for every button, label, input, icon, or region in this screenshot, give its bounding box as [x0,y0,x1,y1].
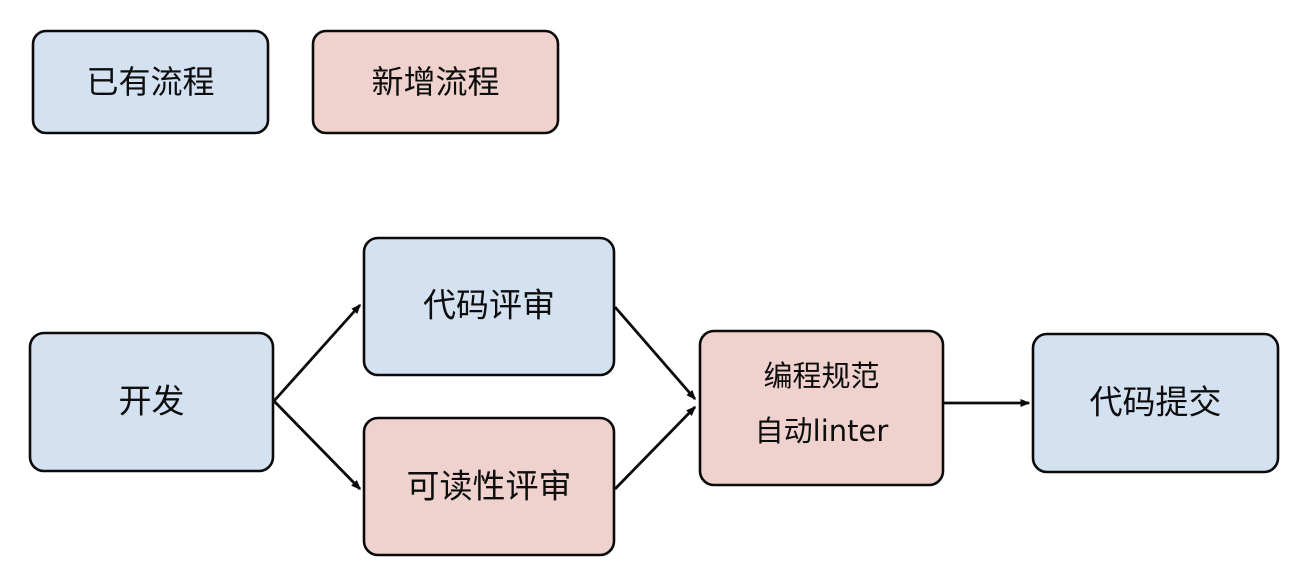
node-readability-review[interactable]: 可读性评审 [362,416,616,557]
node-coding-standard-linter-shape[interactable] [698,329,945,487]
node-code-review-shape[interactable] [362,236,616,377]
node-coding-standard-linter-label-line1: 编程规范 [763,359,879,393]
node-coding-standard-linter[interactable]: 编程规范 自动linter [698,329,945,487]
node-development-label: 开发 [119,382,185,421]
node-code-commit-shape[interactable] [1031,332,1280,474]
legend-swatch-new [311,29,560,135]
node-readability-review-label: 可读性评审 [407,467,572,506]
node-code-commit-label: 代码提交 [1090,383,1222,422]
node-development-shape[interactable] [28,331,275,473]
legend-label-existing: 已有流程 [86,63,214,101]
edge-readability-review-to-linter [613,405,697,490]
flow-edges [272,303,1031,491]
legend-swatch-existing [31,29,270,135]
legend-item-existing: 已有流程 [31,29,270,135]
node-code-review-label: 代码评审 [423,286,555,325]
flow-nodes: 开发 代码评审 可读性评审 编程规范 自动linter 代码提交 [28,236,1280,557]
edge-dev-to-code-review [272,303,362,402]
edge-code-review-to-linter [613,306,697,401]
node-coding-standard-linter-label-line2: 自动linter [755,414,889,448]
node-code-review[interactable]: 代码评审 [362,236,616,377]
legend: 已有流程 新增流程 [31,29,560,135]
edge-dev-to-readability-review [272,400,362,491]
node-development[interactable]: 开发 [28,331,275,473]
node-readability-review-shape[interactable] [362,416,616,557]
legend-label-new: 新增流程 [371,63,499,101]
legend-item-new: 新增流程 [311,29,560,135]
node-code-commit[interactable]: 代码提交 [1031,332,1280,474]
